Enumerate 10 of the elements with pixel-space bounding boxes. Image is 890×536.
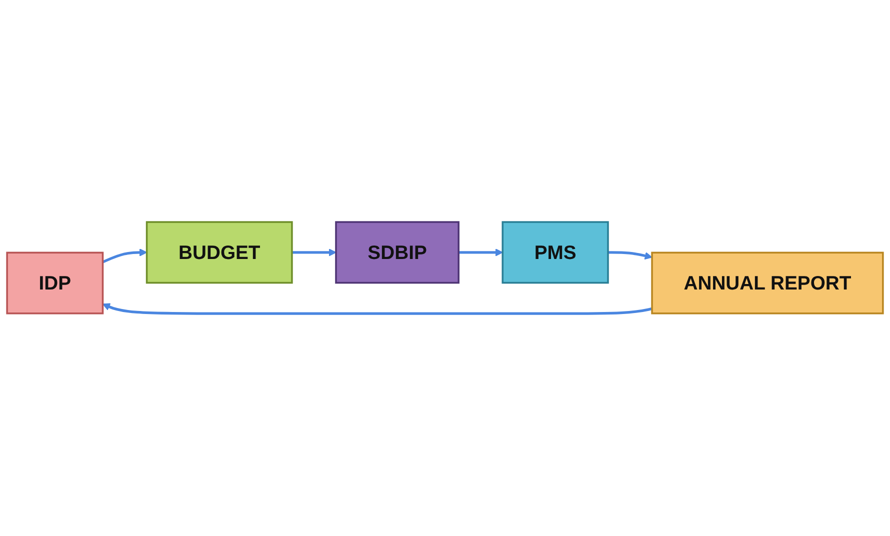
arrow: [102, 248, 148, 264]
node-box: ANNUAL REPORT: [651, 252, 884, 314]
arrow: [292, 248, 336, 256]
node-box: BUDGET: [146, 221, 293, 284]
arrow: [608, 251, 652, 260]
arrow: [102, 303, 652, 316]
node-box: PMS: [502, 221, 609, 284]
node-box: IDP: [6, 252, 104, 314]
node-box: SDBIP: [335, 221, 460, 284]
arrow: [458, 248, 503, 256]
